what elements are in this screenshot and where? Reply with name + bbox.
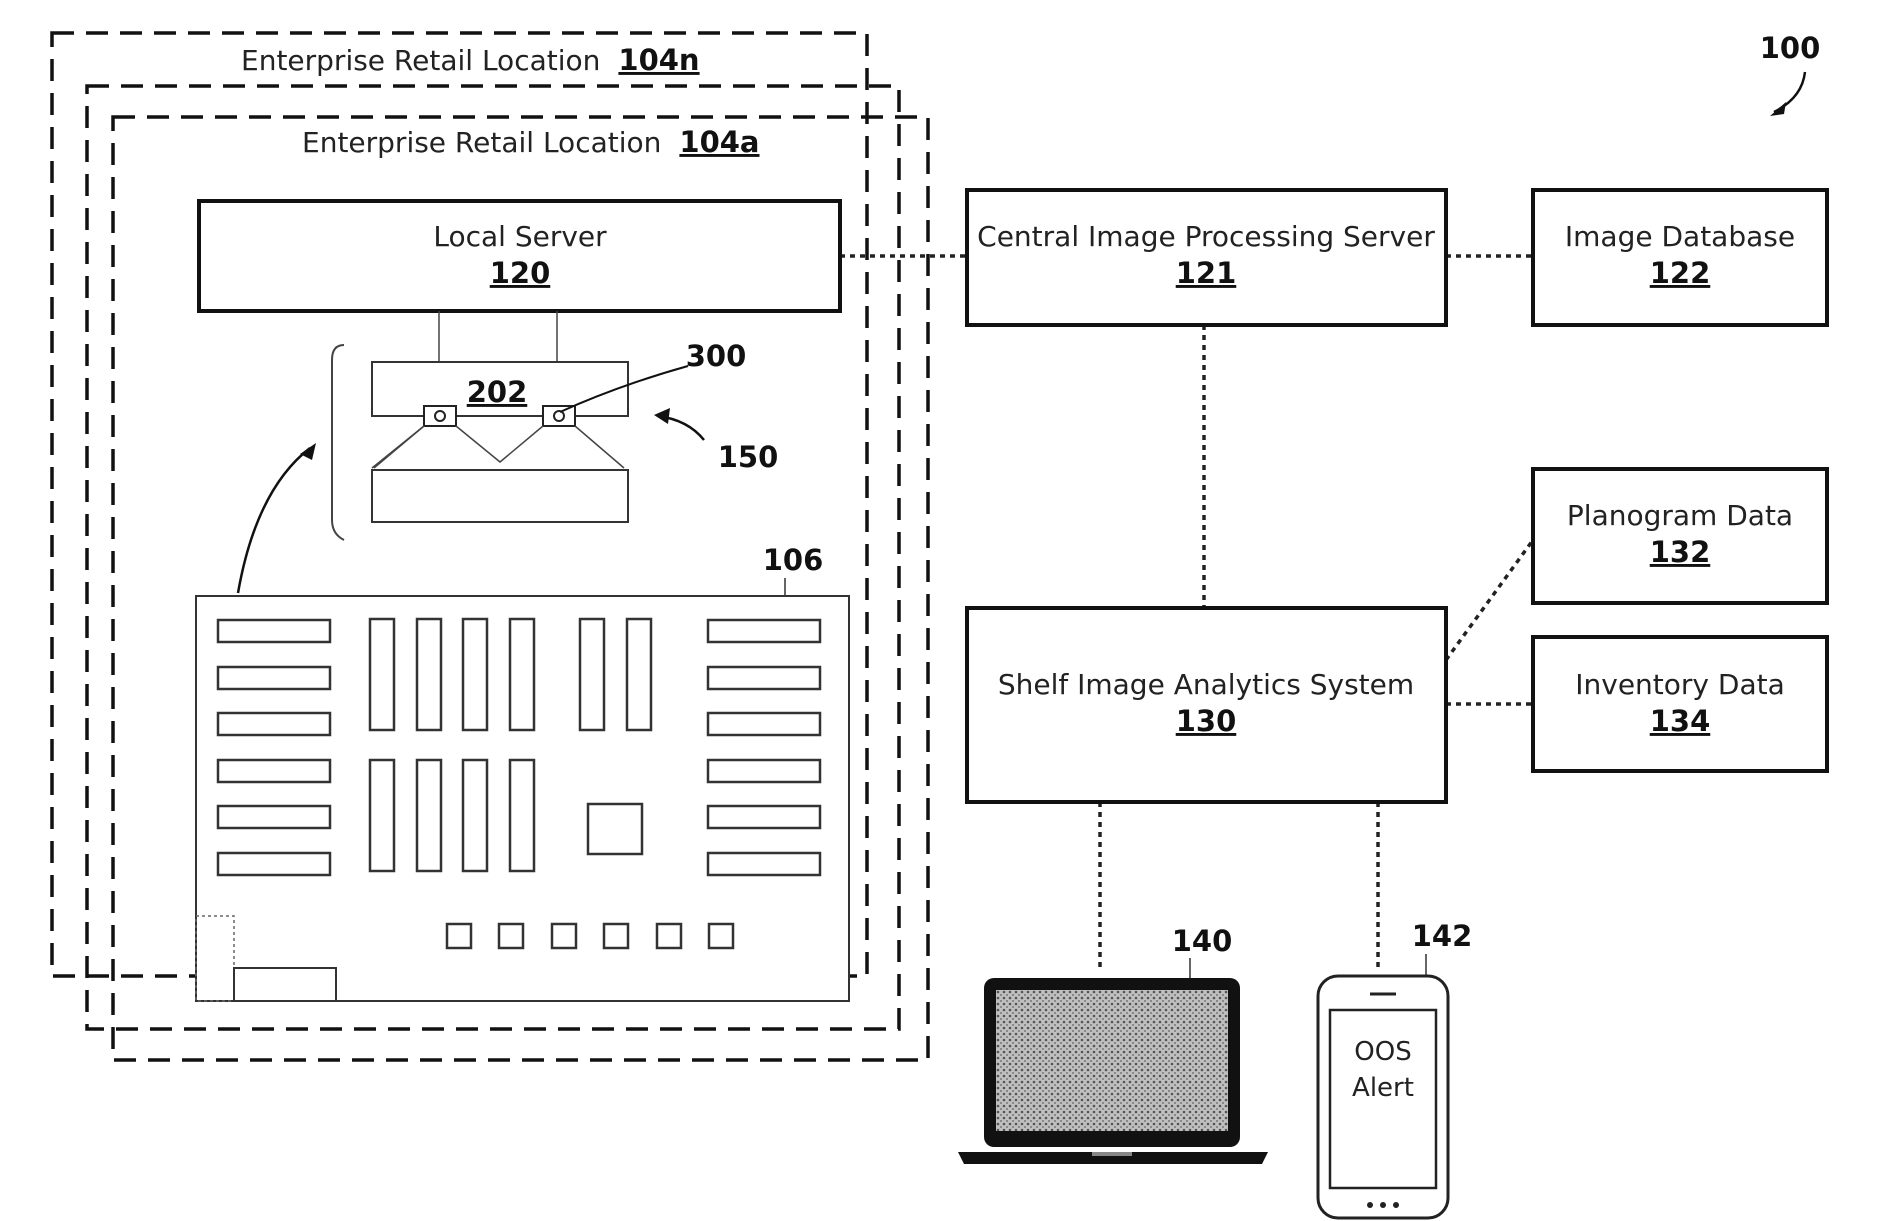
inventory-label: Inventory Data (1575, 668, 1785, 701)
analytics-ref: 130 (1176, 704, 1237, 738)
shelf-below-camera (372, 470, 628, 522)
aisle-fixture (370, 619, 394, 730)
aisle-fixture (510, 619, 534, 730)
detail-bracket (332, 345, 344, 540)
store-layout-ref: 106 (763, 543, 824, 577)
central-server-ref: 121 (1176, 256, 1237, 290)
shelf-fixture (218, 853, 330, 875)
aisle-fixture (627, 619, 651, 730)
image-database-ref: 122 (1650, 256, 1711, 290)
checkout-lane (709, 924, 733, 948)
local-server-ref: 120 (490, 256, 551, 290)
display-fixture (588, 804, 642, 854)
link-analytics-planogram (1446, 540, 1533, 660)
phone-button-dot (1393, 1202, 1399, 1208)
laptop-screen (996, 990, 1228, 1131)
shelf-fixture (708, 853, 820, 875)
planogram-label: Planogram Data (1567, 499, 1793, 532)
checkout-lane (657, 924, 681, 948)
aisle-fixture (370, 760, 394, 871)
shelf-fixture (218, 713, 330, 735)
checkout-lane (552, 924, 576, 948)
aisle-fixture (463, 619, 487, 730)
figure-arrow (1774, 72, 1805, 112)
detail-arrow (238, 448, 310, 593)
aisle-fixture (510, 760, 534, 871)
figure-arrowhead (1770, 102, 1786, 116)
shelf-fixture (708, 667, 820, 689)
phone-alert-line2: Alert (1352, 1073, 1414, 1103)
shelf-fixture (708, 713, 820, 735)
camera-2-icon (543, 406, 575, 426)
planogram-ref: 132 (1650, 535, 1711, 569)
laptop-ref: 140 (1172, 924, 1233, 958)
phone-alert-line1: OOS (1354, 1037, 1411, 1067)
camera-1-icon (424, 406, 456, 426)
shelf-fixture (708, 806, 820, 828)
back-room (234, 968, 336, 1001)
location-title-104a: Enterprise Retail Location104a (302, 125, 760, 159)
aisle-fixture (463, 760, 487, 871)
figure-number: 100 (1760, 31, 1821, 65)
shelf-unit-ref: 202 (467, 375, 528, 409)
aisle-fixture (580, 619, 604, 730)
detail-arrowhead (300, 443, 316, 460)
location-title-104n: Enterprise Retail Location104n (241, 43, 700, 77)
camera-system-arrowhead (654, 408, 670, 424)
shelf-fixture (218, 620, 330, 642)
laptop-notch (1092, 1152, 1132, 1156)
inventory-ref: 134 (1650, 704, 1711, 738)
analytics-label: Shelf Image Analytics System (998, 668, 1414, 701)
image-database-label: Image Database (1565, 220, 1795, 253)
phone-ref: 142 (1412, 919, 1473, 953)
central-server-label: Central Image Processing Server (977, 220, 1435, 253)
checkout-lane (499, 924, 523, 948)
local-server-label: Local Server (433, 220, 607, 253)
phone-button-dot (1367, 1202, 1373, 1208)
camera-fov (374, 426, 624, 468)
shelf-fixture (708, 760, 820, 782)
shelf-fixture (218, 667, 330, 689)
aisle-fixture (417, 619, 441, 730)
shelf-fixture (218, 760, 330, 782)
checkout-lane (604, 924, 628, 948)
phone-button-dot (1380, 1202, 1386, 1208)
aisle-fixture (417, 760, 441, 871)
shelf-fixture (218, 806, 330, 828)
camera-system-ref: 150 (718, 440, 779, 474)
camera-ref: 300 (686, 339, 747, 373)
shelf-fixture (708, 620, 820, 642)
checkout-lane (447, 924, 471, 948)
